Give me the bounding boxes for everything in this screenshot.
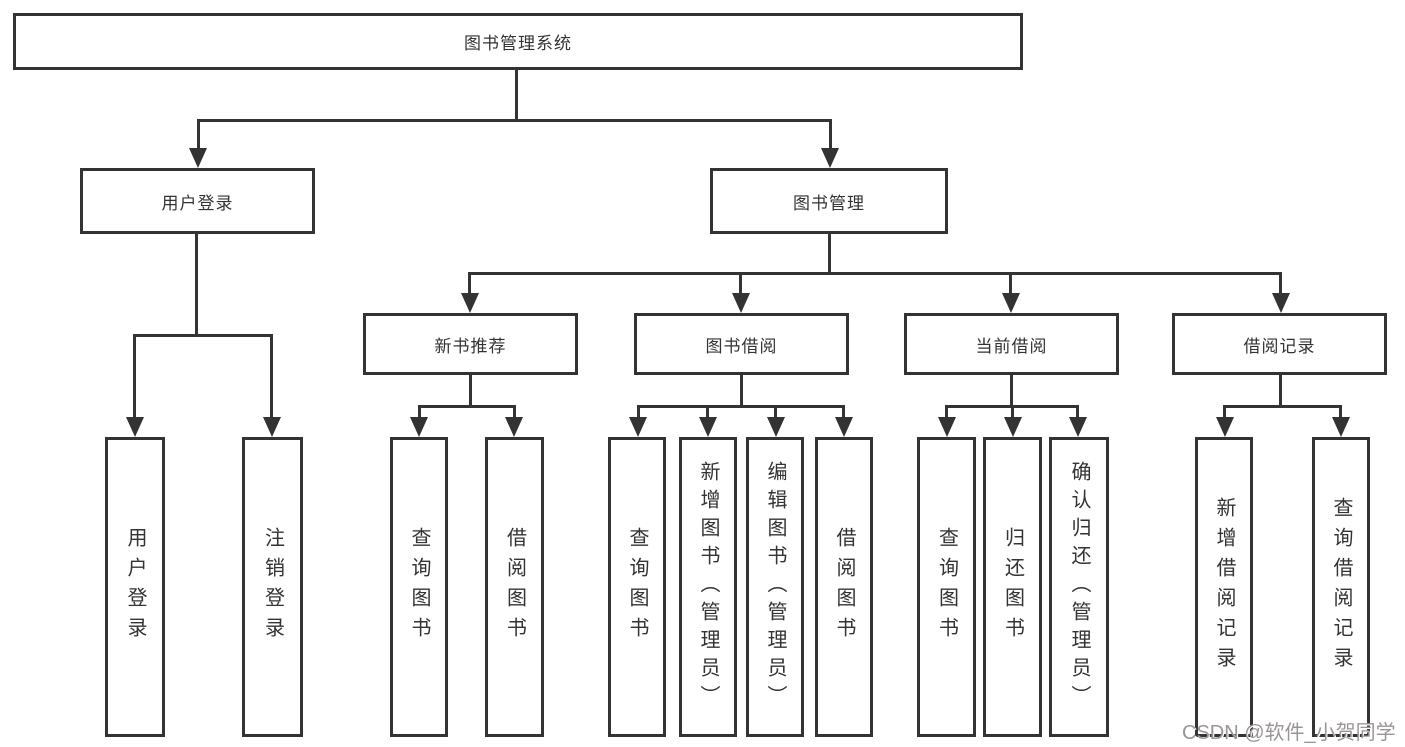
arrow-down-icon — [732, 293, 750, 313]
connector-line — [1339, 405, 1342, 419]
node-borrowing-records-label: 借阅记录 — [1243, 336, 1316, 356]
node-leaf-bb-add-books-admin-label: 新增图书（管理员） — [697, 461, 719, 713]
arrow-down-icon — [821, 148, 839, 168]
node-new-book-recommend-label: 新书推荐 — [434, 336, 507, 356]
arrow-down-icon — [629, 417, 647, 437]
connector-line — [637, 405, 845, 408]
connector-line — [418, 405, 421, 419]
connector-line — [1279, 272, 1282, 295]
connector-line — [1223, 405, 1341, 408]
connector-line — [706, 405, 709, 419]
node-leaf-nb-query-books-label: 查询图书 — [408, 527, 430, 647]
node-leaf-nb-query-books: 查询图书 — [390, 437, 448, 737]
arrow-down-icon — [1069, 417, 1087, 437]
node-root-label: 图书管理系统 — [464, 34, 572, 53]
connector-line — [133, 334, 273, 337]
connector-line — [1279, 375, 1282, 407]
arrow-down-icon — [505, 417, 523, 437]
node-leaf-br-add-record-label: 新增借阅记录 — [1213, 497, 1235, 677]
node-leaf-cb-return-books: 归还图书 — [983, 437, 1042, 737]
connector-line — [515, 70, 518, 120]
node-leaf-bb-query-books: 查询图书 — [608, 437, 666, 737]
arrow-down-icon — [263, 417, 281, 437]
node-leaf-cb-return-books-label: 归还图书 — [1001, 527, 1024, 647]
csdn-watermark: CSDN @软件_小贺同学 — [1182, 722, 1396, 744]
node-leaf-logout-label: 注销登录 — [261, 527, 284, 647]
connector-line — [1009, 272, 1012, 295]
arrow-down-icon — [1004, 417, 1022, 437]
node-leaf-br-query-record: 查询借阅记录 — [1312, 437, 1370, 737]
node-leaf-cb-confirm-return-admin-label: 确认归还（管理员） — [1068, 461, 1090, 713]
node-leaf-nb-borrow-books-label: 借阅图书 — [503, 527, 526, 647]
connector-line — [740, 375, 743, 407]
arrow-down-icon — [1002, 293, 1020, 313]
connector-line — [828, 234, 831, 274]
node-leaf-nb-borrow-books: 借阅图书 — [485, 437, 544, 737]
node-book-borrowing-label: 图书借阅 — [705, 336, 778, 356]
connector-line — [197, 119, 832, 122]
node-leaf-cb-query-books: 查询图书 — [917, 437, 976, 737]
connector-line — [133, 334, 136, 419]
node-leaf-bb-query-books-label: 查询图书 — [626, 527, 648, 647]
connector-line — [842, 405, 845, 419]
connector-line — [829, 119, 832, 151]
connector-line — [1010, 375, 1013, 407]
node-user-login: 用户登录 — [80, 168, 315, 234]
node-leaf-bb-edit-books-admin: 编辑图书（管理员） — [746, 437, 804, 737]
arrow-down-icon — [835, 417, 853, 437]
node-current-borrowing: 当前借阅 — [904, 313, 1119, 375]
node-leaf-user-login-label: 用户登录 — [124, 527, 146, 647]
connector-line — [195, 234, 198, 336]
connector-line — [197, 119, 200, 151]
arrow-down-icon — [189, 148, 207, 168]
node-leaf-user-login: 用户登录 — [105, 437, 165, 737]
node-leaf-cb-confirm-return-admin: 确认归还（管理员） — [1049, 437, 1109, 737]
arrow-down-icon — [410, 417, 428, 437]
node-leaf-bb-add-books-admin: 新增图书（管理员） — [679, 437, 737, 737]
connector-line — [513, 405, 516, 419]
node-leaf-bb-borrow-books-label: 借阅图书 — [833, 527, 855, 647]
connector-line — [1076, 405, 1079, 419]
node-new-book-recommend: 新书推荐 — [363, 313, 578, 375]
node-leaf-bb-edit-books-admin-label: 编辑图书（管理员） — [764, 461, 786, 713]
arrow-down-icon — [1332, 417, 1350, 437]
connector-line — [270, 334, 273, 419]
node-leaf-cb-query-books-label: 查询图书 — [935, 527, 958, 647]
node-borrowing-records: 借阅记录 — [1172, 313, 1387, 375]
arrow-down-icon — [699, 417, 717, 437]
node-book-management: 图书管理 — [710, 168, 948, 234]
node-root: 图书管理系统 — [13, 13, 1023, 70]
arrow-down-icon — [1272, 293, 1290, 313]
connector-line — [637, 405, 640, 419]
connector-line — [469, 375, 472, 407]
connector-line — [468, 272, 471, 295]
node-leaf-br-query-record-label: 查询借阅记录 — [1330, 497, 1352, 677]
node-book-management-label: 图书管理 — [793, 193, 865, 213]
connector-line — [1223, 405, 1226, 419]
node-user-login-label: 用户登录 — [161, 193, 234, 213]
connector-line — [739, 272, 742, 295]
arrow-down-icon — [1216, 417, 1234, 437]
node-leaf-bb-borrow-books: 借阅图书 — [815, 437, 873, 737]
arrow-down-icon — [126, 417, 144, 437]
connector-line — [468, 272, 1282, 275]
arrow-down-icon — [938, 417, 956, 437]
connector-line — [418, 405, 516, 408]
connector-line — [774, 405, 777, 419]
connector-line — [1011, 405, 1014, 419]
arrow-down-icon — [767, 417, 785, 437]
node-leaf-logout: 注销登录 — [242, 437, 303, 737]
node-leaf-br-add-record: 新增借阅记录 — [1195, 437, 1253, 737]
arrow-down-icon — [461, 293, 479, 313]
connector-line — [945, 405, 948, 419]
node-current-borrowing-label: 当前借阅 — [975, 336, 1048, 356]
node-book-borrowing: 图书借阅 — [634, 313, 849, 375]
